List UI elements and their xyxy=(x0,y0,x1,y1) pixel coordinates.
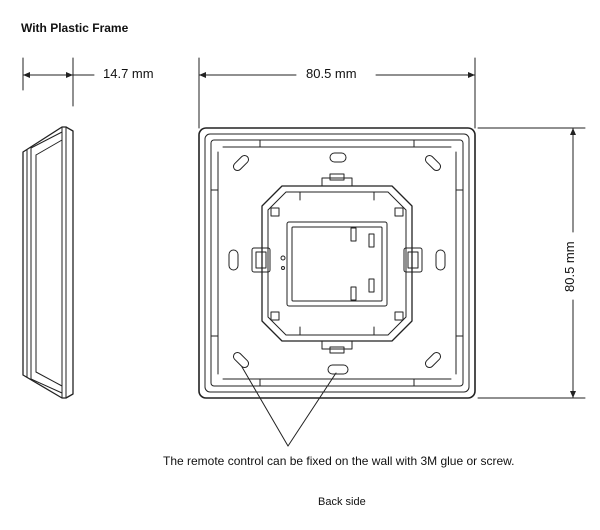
corner-slot-top-right xyxy=(424,154,442,172)
leader-lines xyxy=(241,366,337,447)
diagram-title: With Plastic Frame xyxy=(21,21,129,35)
height-dimension-label: 80.5 mm xyxy=(562,241,577,292)
corner-slot-bottom-right xyxy=(424,351,442,369)
corner-slot-top-left xyxy=(232,154,250,172)
corner-slot-bottom-left xyxy=(232,351,250,369)
height-dimension xyxy=(477,127,586,399)
width-dimension-label: 80.5 mm xyxy=(306,66,357,81)
width-dimension xyxy=(198,57,476,129)
mounting-note: The remote control can be fixed on the w… xyxy=(163,454,515,468)
depth-dimension-label: 14.7 mm xyxy=(103,66,154,81)
back-view xyxy=(198,127,476,399)
view-caption: Back side xyxy=(318,496,366,508)
side-view xyxy=(22,57,95,399)
mounting-bracket xyxy=(251,173,423,354)
